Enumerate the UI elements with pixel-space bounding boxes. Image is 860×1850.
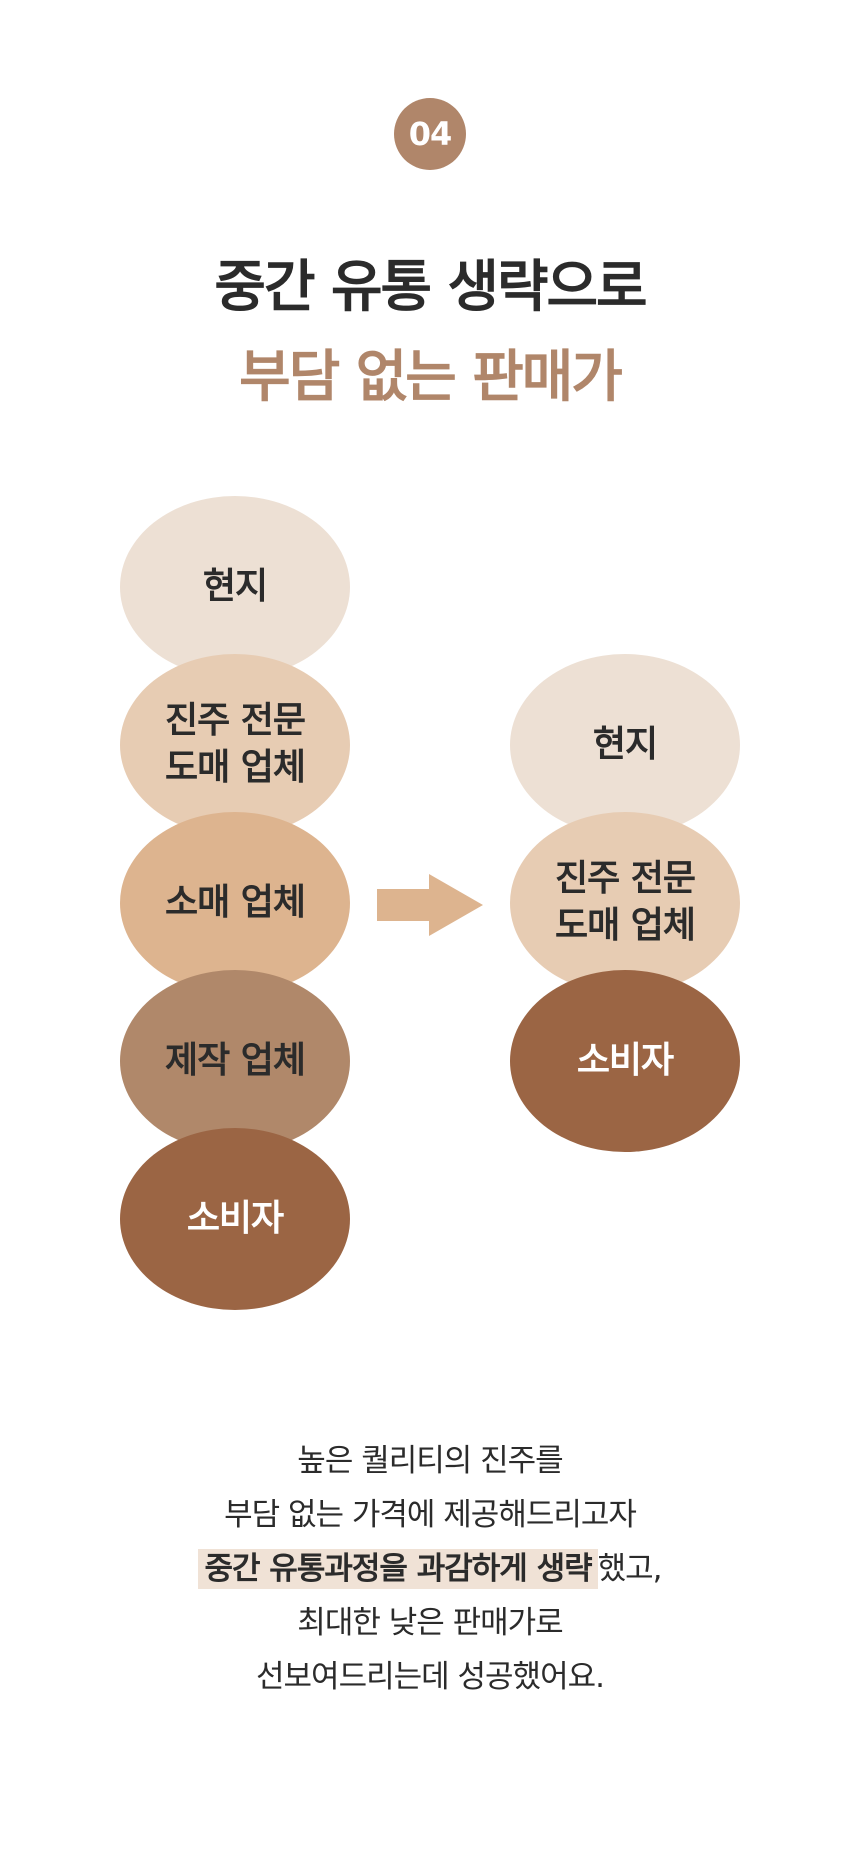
headline-line-1: 중간 유통 생략으로 bbox=[214, 255, 647, 320]
description-line-1: 높은 퀄리티의 진주를 bbox=[297, 1443, 563, 1479]
description-text: 높은 퀄리티의 진주를 부담 없는 가격에 제공해드리고자 중간 유통과정을 과… bbox=[0, 1434, 860, 1704]
right-arrow-icon bbox=[377, 874, 483, 936]
before-stage-retailer: 소매 업체 bbox=[120, 812, 350, 994]
description-line-2: 부담 없는 가격에 제공해드리고자 bbox=[224, 1497, 637, 1533]
before-stage-origin: 현지 bbox=[120, 496, 350, 678]
description-line-3-rest: 했고, bbox=[597, 1551, 663, 1587]
step-number-badge: 04 bbox=[394, 98, 466, 170]
before-stage-wholesaler: 진주 전문 도매 업체 bbox=[120, 654, 350, 836]
before-stage-manufacturer: 제작 업체 bbox=[120, 970, 350, 1152]
headline-line-2: 부담 없는 판매가 bbox=[239, 345, 623, 410]
after-stage-consumer: 소비자 bbox=[510, 970, 740, 1152]
after-stage-wholesaler: 진주 전문 도매 업체 bbox=[510, 812, 740, 994]
after-stage-origin: 현지 bbox=[510, 654, 740, 836]
highlighted-phrase: 중간 유통과정을 과감하게 생략 bbox=[198, 1549, 598, 1589]
description-line-4: 최대한 낮은 판매가로 bbox=[297, 1605, 563, 1641]
before-stage-consumer: 소비자 bbox=[120, 1128, 350, 1310]
description-line-5: 선보여드리는데 성공했어요. bbox=[256, 1659, 605, 1695]
